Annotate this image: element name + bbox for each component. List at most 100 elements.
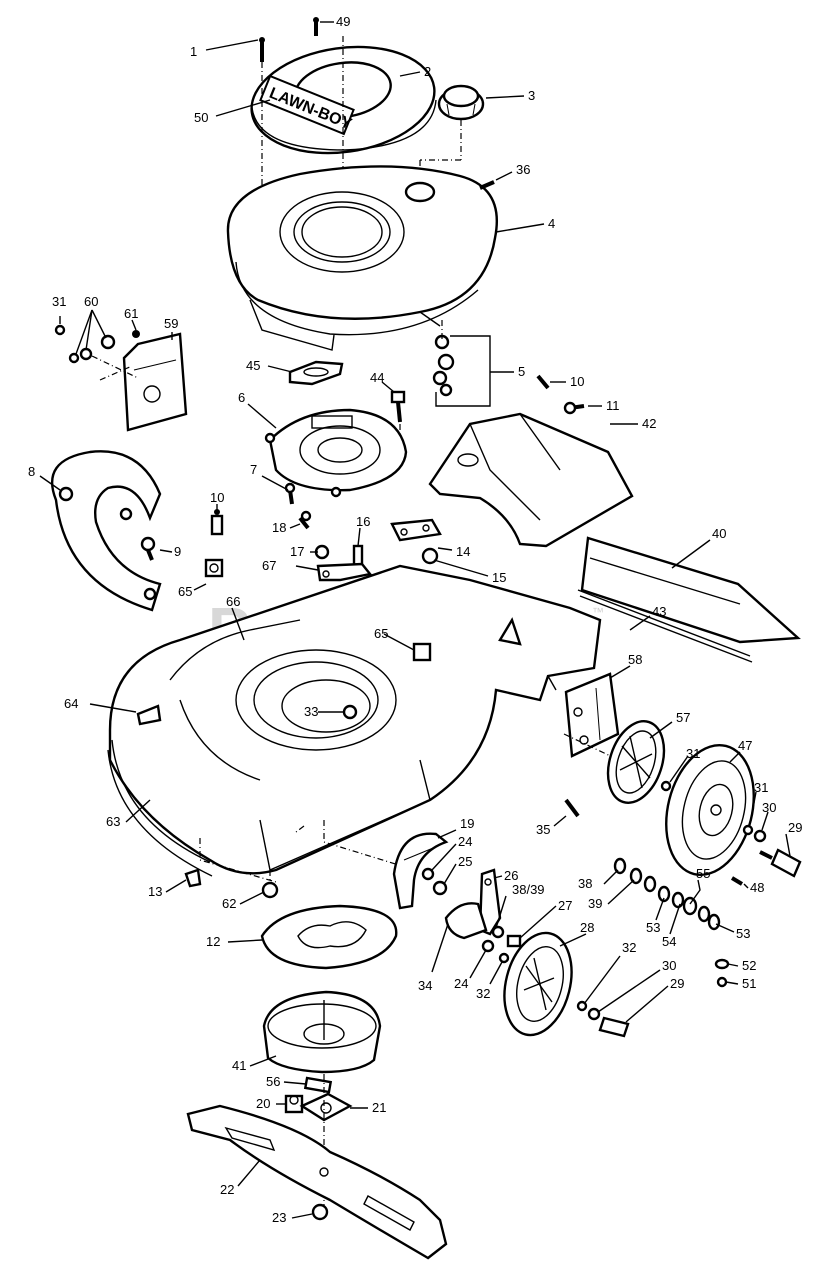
callout-label-10b: 10 xyxy=(210,490,224,505)
leader-lines xyxy=(39,21,791,1219)
callout-label-26: 26 xyxy=(504,868,518,883)
callout-label-38: 38 xyxy=(578,876,592,891)
callout-label-31b: 31 xyxy=(686,746,700,761)
pivot-34 xyxy=(444,902,488,940)
callout-label-49: 49 xyxy=(336,14,350,29)
callout-label-1: 1 xyxy=(190,44,197,59)
nut-33 xyxy=(342,704,358,720)
washer-32-inner xyxy=(498,952,510,964)
callout-label-23: 23 xyxy=(272,1210,286,1225)
callout-label-57: 57 xyxy=(676,710,690,725)
nut-23 xyxy=(311,1203,329,1221)
callout-label-61: 61 xyxy=(124,306,138,321)
washer-38-39 xyxy=(491,925,505,939)
callout-label-41: 41 xyxy=(232,1058,246,1073)
callout-label-13: 13 xyxy=(148,884,162,899)
callout-label-6: 6 xyxy=(238,390,245,405)
callout-label-16: 16 xyxy=(356,514,370,529)
callout-label-56: 56 xyxy=(266,1074,280,1089)
callout-label-65: 65 xyxy=(178,584,192,599)
blade-adapter xyxy=(262,990,382,1074)
callout-label-50: 50 xyxy=(194,110,208,125)
callout-label-19: 19 xyxy=(460,816,474,831)
callout-label-24: 24 xyxy=(458,834,472,849)
fuel-cap xyxy=(437,84,485,121)
callout-label-33: 33 xyxy=(304,704,318,719)
callout-label-55: 55 xyxy=(696,866,710,881)
callout-label-28: 28 xyxy=(580,920,594,935)
callout-label-48: 48 xyxy=(750,880,764,895)
callout-label-10: 10 xyxy=(570,374,584,389)
callout-label-34: 34 xyxy=(418,978,432,993)
callout-label-43: 43 xyxy=(652,604,666,619)
callout-label-4: 4 xyxy=(548,216,555,231)
washer-31-left xyxy=(54,324,66,336)
fastener-51 xyxy=(716,976,728,988)
callout-label-11: 11 xyxy=(606,398,620,413)
callout-label-66: 66 xyxy=(226,594,240,609)
callout-label-9: 9 xyxy=(174,544,181,559)
nut-62 xyxy=(261,881,279,899)
nut-65-center xyxy=(412,642,432,662)
washer-24-lower xyxy=(481,939,495,953)
callout-label-22: 22 xyxy=(220,1182,234,1197)
callout-label-35: 35 xyxy=(536,822,550,837)
callout-label-53: 53 xyxy=(646,920,660,935)
callout-label-20: 20 xyxy=(256,1096,270,1111)
engine-shroud xyxy=(226,165,498,351)
washer-25 xyxy=(432,880,448,896)
clip-assembly xyxy=(432,334,455,397)
bolt-35 xyxy=(564,798,580,818)
nut-65-left xyxy=(204,558,224,578)
bolt-27 xyxy=(506,934,522,948)
bracket-67 xyxy=(316,562,373,582)
callout-label-40: 40 xyxy=(712,526,726,541)
washer-set-53-54 xyxy=(657,885,721,931)
callout-label-54: 54 xyxy=(662,934,676,949)
callout-label-31: 31 xyxy=(52,294,66,309)
fastener-52 xyxy=(714,958,730,970)
height-adjuster-19 xyxy=(392,832,449,910)
callout-label-5: 5 xyxy=(518,364,525,379)
key-56 xyxy=(303,1076,333,1094)
callout-label-44: 44 xyxy=(370,370,384,385)
plate-21 xyxy=(299,1092,353,1122)
callout-label-65b: 65 xyxy=(374,626,388,641)
callout-label-8: 8 xyxy=(28,464,35,479)
washer-set-38-39 xyxy=(613,857,657,893)
callout-labels: 1 49 2 3 50 36 4 31 60 61 59 45 44 5 10 … xyxy=(28,14,802,1225)
callout-label-17: 17 xyxy=(290,544,304,559)
screw-9 xyxy=(140,536,156,561)
callout-label-39: 39 xyxy=(588,896,602,911)
washer-30-front xyxy=(587,1007,601,1021)
screw-44 xyxy=(390,390,406,423)
height-bracket xyxy=(564,672,620,758)
bolt-29-rear xyxy=(759,848,802,878)
callout-label-53b: 53 xyxy=(736,926,750,941)
washer-31-rear xyxy=(660,780,672,792)
cutting-blade xyxy=(186,1104,448,1260)
callout-label-32b: 32 xyxy=(622,940,636,955)
callout-label-62: 62 xyxy=(222,896,236,911)
screw-7 xyxy=(284,482,296,505)
callout-label-27: 27 xyxy=(558,898,572,913)
engine-base-plate xyxy=(264,408,408,498)
callout-label-32: 32 xyxy=(476,986,490,1001)
bolt-20 xyxy=(284,1094,304,1114)
flap-rod xyxy=(577,589,753,663)
gasket-45 xyxy=(288,360,344,386)
screw-48 xyxy=(730,876,744,886)
decal-64 xyxy=(136,704,162,726)
screw-49 xyxy=(313,17,319,36)
callout-label-18: 18 xyxy=(272,520,286,535)
callout-label-29: 29 xyxy=(788,820,802,835)
callout-label-67: 67 xyxy=(262,558,276,573)
callout-label-64: 64 xyxy=(64,696,78,711)
washer-31-outer xyxy=(742,824,754,836)
nut-15 xyxy=(421,547,439,565)
callout-label-25: 25 xyxy=(458,854,472,869)
callout-label-31c: 31 xyxy=(754,780,768,795)
callout-label-52: 52 xyxy=(742,958,756,973)
plate-14 xyxy=(390,518,442,542)
